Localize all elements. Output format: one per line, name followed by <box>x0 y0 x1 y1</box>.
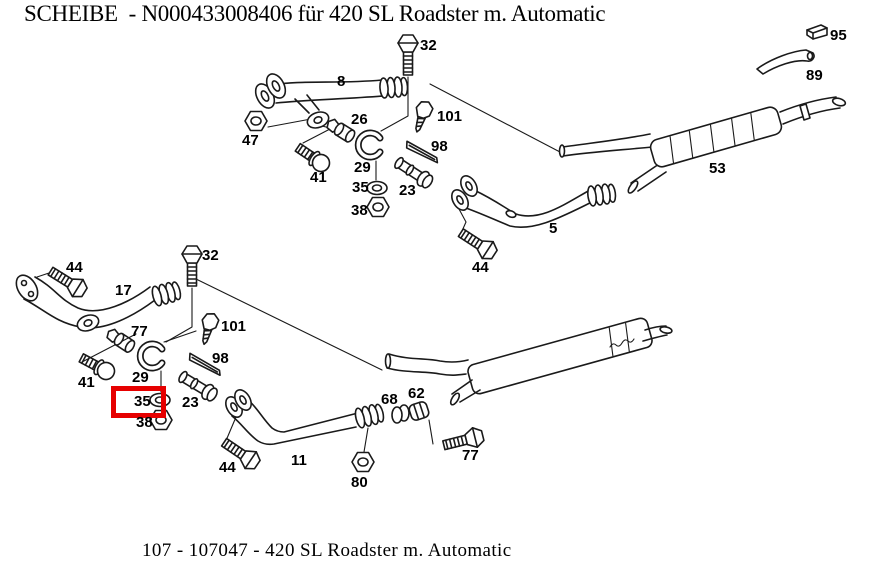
part-label-32: 32 <box>202 247 219 264</box>
washer-35-upper <box>366 180 388 196</box>
bracket-89-drawing <box>756 49 815 75</box>
part-label-29: 29 <box>354 159 371 176</box>
part-label-53: 53 <box>709 160 726 177</box>
bracket-98-lower <box>188 352 221 377</box>
part-label-62: 62 <box>408 385 425 402</box>
part-labels-layer: 32 8 47 26 101 41 29 98 35 23 38 44 5 53 95 89 44 17 32 77 1… <box>66 27 847 491</box>
part-label-89: 89 <box>806 67 823 84</box>
upper-assembly-drawing <box>244 24 847 264</box>
part-label-95: 95 <box>830 27 847 44</box>
part-label-41: 41 <box>78 374 95 391</box>
clamp-29-lower <box>140 344 162 368</box>
part-label-5: 5 <box>549 220 557 237</box>
part-label-11: 11 <box>291 452 307 469</box>
bolt-44-upper <box>454 223 501 264</box>
part-label-29: 29 <box>132 369 149 386</box>
part-label-26: 26 <box>351 111 368 128</box>
part-label-35: 35 <box>352 179 369 196</box>
nut-80 <box>351 451 375 473</box>
muffler-53-drawing <box>558 96 847 194</box>
nut-47-upper <box>244 110 268 132</box>
pipe-17-mount-flange <box>74 311 102 335</box>
part-label-98: 98 <box>212 350 229 367</box>
clamp-95-drawing <box>806 24 828 40</box>
part-label-101: 101 <box>437 108 462 125</box>
part-label-17: 17 <box>115 282 132 299</box>
highlight-box-part-35 <box>111 386 166 418</box>
pipe-5-slip-joint <box>585 182 618 208</box>
clamp-62 <box>407 399 431 423</box>
bolt-32-upper <box>397 34 419 76</box>
part-label-77: 77 <box>131 323 148 340</box>
part-label-44: 44 <box>219 459 236 476</box>
part-label-68: 68 <box>381 391 398 408</box>
part-label-23: 23 <box>182 394 199 411</box>
part-label-32: 32 <box>420 37 437 54</box>
part-label-41: 41 <box>310 169 327 186</box>
front-pipe-17-drawing <box>15 274 184 335</box>
part-label-44: 44 <box>472 259 489 276</box>
page-caption: 107 - 107047 - 420 SL Roadster m. Automa… <box>142 540 512 561</box>
tailpipe-hanger-clamp <box>799 103 811 121</box>
front-pipe-5-drawing <box>451 175 618 228</box>
part-label-38: 38 <box>136 414 153 431</box>
part-label-35: 35 <box>134 393 151 410</box>
screw-101-upper <box>408 98 436 136</box>
part-label-38: 38 <box>351 202 368 219</box>
pipe-17-slip-joint <box>149 279 184 308</box>
lower-assembly-drawing <box>15 245 673 474</box>
part-label-8: 8 <box>337 73 345 90</box>
bracket-98-upper <box>405 140 439 164</box>
page-title: SCHEIBE - N000433008406 für 420 SL Roads… <box>24 1 606 26</box>
center-pipe-11-drawing <box>225 389 387 446</box>
part-label-80: 80 <box>351 474 368 491</box>
part-label-77: 77 <box>462 447 479 464</box>
part-label-101: 101 <box>221 318 246 335</box>
front-pipe-8-drawing <box>254 73 409 132</box>
part-label-98: 98 <box>431 138 448 155</box>
part-label-23: 23 <box>399 182 416 199</box>
clamp-29-upper <box>358 133 380 157</box>
pipe-8-slip-joint <box>378 75 409 100</box>
washer-35-lower-highlighted <box>149 392 171 408</box>
part-label-47: 47 <box>242 132 259 149</box>
muffler-lower-drawing <box>384 317 673 406</box>
part-label-44: 44 <box>66 259 83 276</box>
nut-38-upper <box>366 196 390 218</box>
screw-101-lower <box>195 310 221 348</box>
